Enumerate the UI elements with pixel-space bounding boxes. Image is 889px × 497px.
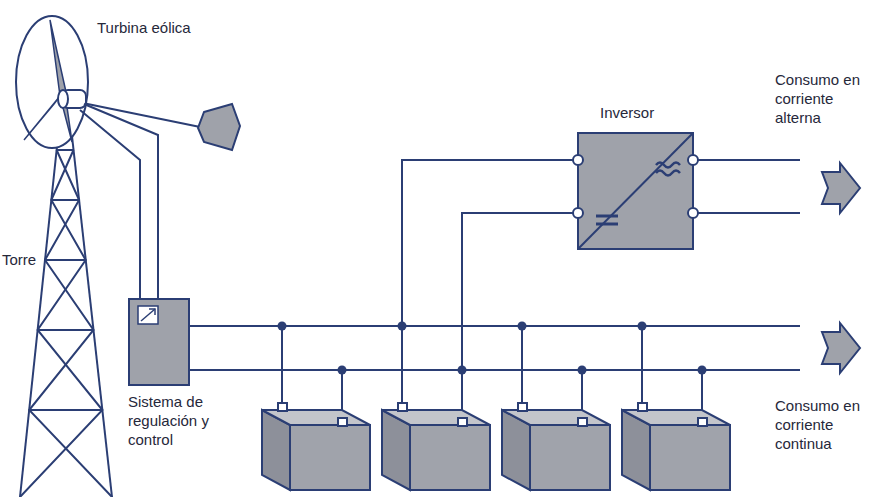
turbine-label: Turbina eólica [97,18,227,37]
dc-consumption-label: Consumo en corriente continua [775,396,875,453]
wiring [80,104,800,419]
junction-dots [278,322,707,375]
control-box: Sistema de regulación y control [128,298,190,386]
inverter-box: Inversor [578,133,693,249]
inverter-shape [578,133,693,249]
tower-label-holder: Torre [2,250,42,269]
ac-consumption-label: Consumo en corriente alterna [775,70,875,127]
battery [382,403,490,490]
output-arrows [822,163,860,373]
dc-consumption-label-holder: Consumo en corriente continua [775,396,875,453]
tower-label: Torre [2,250,42,269]
turbine-label-holder: Turbina eólica [97,18,227,37]
turbine-drawing [16,16,240,150]
meter-shape [128,298,190,386]
battery [622,403,730,490]
bus-wire [190,160,578,326]
tower-lattice [20,118,112,497]
ac-consumption-label-holder: Consumo en corriente alterna [775,70,875,127]
battery [502,403,610,490]
node-label: Sistema de regulación y control [128,392,246,449]
batteries [262,403,730,490]
battery [262,403,370,490]
node-label: Inversor [600,103,700,122]
